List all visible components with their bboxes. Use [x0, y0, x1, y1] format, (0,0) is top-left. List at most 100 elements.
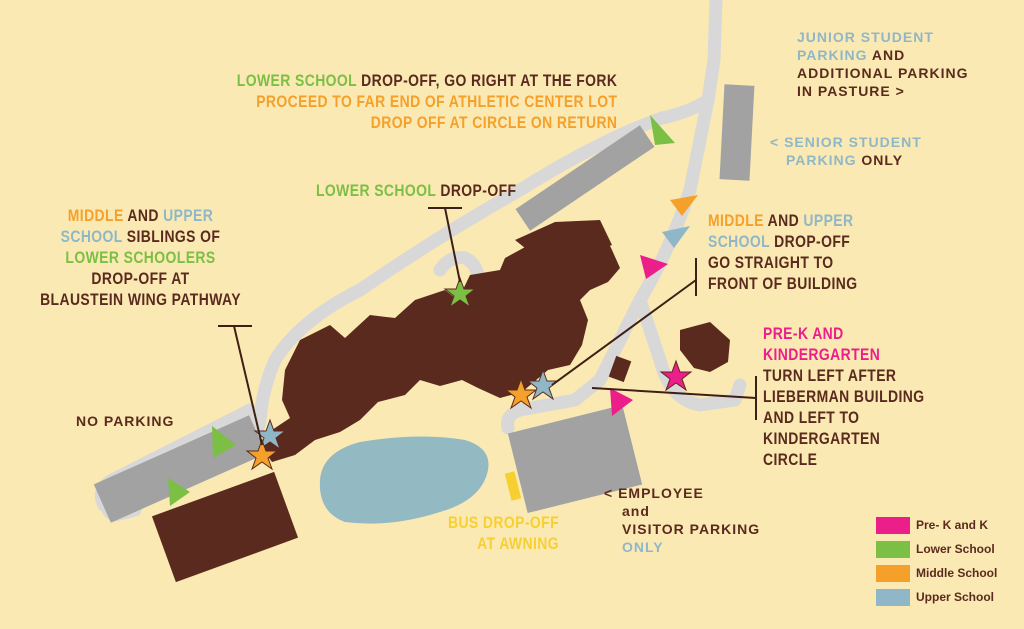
siblings-middle: MIDDLE — [67, 206, 124, 225]
senior-parking-lot — [719, 84, 755, 181]
siblings-l2: SCHOOL SIBLINGS OF — [38, 226, 243, 247]
siblings-label: MIDDLE AND UPPER SCHOOL SIBLINGS OF LOWE… — [38, 205, 243, 310]
lower-dropoff-b: DROP-OFF — [436, 181, 517, 200]
lower-arrow-left-2 — [168, 478, 190, 506]
siblings-l5: BLAUSTEIN WING PATHWAY — [40, 290, 241, 309]
prek-arrow-1 — [640, 255, 668, 279]
pond — [319, 436, 489, 524]
legend-swatch-lower — [876, 540, 910, 558]
siblings-l3: LOWER SCHOOLERS — [65, 248, 216, 267]
lieberman-building — [680, 322, 730, 372]
prek-label: PRE-K AND KINDERGARTEN TURN LEFT AFTER L… — [763, 323, 925, 470]
mu-and: AND — [763, 211, 804, 230]
legend-item-prek: Pre- K and K — [876, 513, 1016, 537]
employee-label: < EMPLOYEE and VISITOR PARKING ONLY — [604, 484, 760, 556]
employee-l1: < EMPLOYEE — [604, 485, 704, 501]
middle-upper-l4: FRONT OF BUILDING — [708, 274, 858, 293]
middle-upper-l1: MIDDLE AND UPPER — [708, 210, 857, 231]
top-route-line3: DROP OFF AT CIRCLE ON RETURN — [370, 113, 618, 132]
prek-l7: CIRCLE — [763, 450, 818, 469]
senior-parking-label: < SENIOR STUDENT PARKING ONLY — [770, 133, 922, 169]
prek-l1: PRE-K AND — [763, 324, 844, 343]
employee-l4: ONLY — [622, 539, 664, 555]
siblings-l4: DROP-OFF AT — [91, 269, 190, 288]
prek-l5: AND LEFT TO — [763, 408, 860, 427]
junior-l2: PARKING AND — [797, 46, 968, 64]
senior-l2: PARKING ONLY — [770, 151, 922, 169]
direction-arrows — [168, 115, 698, 506]
middle-upper-label: MIDDLE AND UPPER SCHOOL DROP-OFF GO STRA… — [708, 210, 857, 294]
upper-arrow-1 — [662, 226, 690, 248]
parking-lots — [93, 84, 755, 523]
senior-parking: PARKING — [786, 152, 857, 168]
siblings-school: SCHOOL — [60, 227, 123, 246]
siblings-l1: MIDDLE AND UPPER — [38, 205, 243, 226]
no-parking-label: NO PARKING — [76, 413, 175, 429]
bus-label: BUS DROP-OFF AT AWNING — [436, 512, 559, 554]
lower-dropoff-a: LOWER SCHOOL — [316, 181, 437, 200]
legend-swatch-middle — [876, 564, 910, 582]
legend-item-upper: Upper School — [876, 585, 1016, 609]
north-wing — [515, 220, 612, 260]
middle-star-center — [504, 377, 538, 410]
prek-star — [659, 359, 693, 392]
legend-label-upper: Upper School — [916, 590, 995, 604]
siblings-of: SIBLINGS OF — [122, 227, 221, 246]
senior-l1: < SENIOR STUDENT — [770, 134, 922, 150]
prek-l4: LIEBERMAN BUILDING — [763, 387, 925, 406]
mu-middle: MIDDLE — [708, 211, 764, 230]
lower-arrow-left-1 — [212, 426, 236, 458]
bus-awning — [504, 471, 522, 501]
legend-label-middle: Middle School — [916, 566, 998, 580]
prek-l6: KINDERGARTEN — [763, 429, 881, 448]
bus-l1: BUS DROP-OFF — [447, 513, 559, 532]
legend-item-lower: Lower School — [876, 537, 1016, 561]
legend: Pre- K and K Lower School Middle School … — [876, 513, 1016, 609]
lower-arrow-top — [650, 115, 675, 145]
upper-star-center — [526, 368, 560, 401]
top-route-line1: LOWER SCHOOL DROP-OFF, GO RIGHT AT THE F… — [232, 70, 617, 91]
employee-l3: VISITOR PARKING — [622, 521, 761, 537]
middle-star-left — [245, 438, 279, 471]
top-route-line2: PROCEED TO FAR END OF ATHLETIC CENTER LO… — [256, 92, 618, 111]
legend-item-middle: Middle School — [876, 561, 1016, 585]
small-building — [608, 355, 632, 383]
employee-parking-lot — [507, 404, 643, 514]
prek-arrow-2 — [610, 388, 633, 416]
south-west-building — [151, 471, 299, 583]
senior-only: ONLY — [856, 152, 904, 168]
athletic-parking-lot — [515, 125, 655, 231]
callout-middle-upper-stem — [551, 279, 697, 386]
mu-school: SCHOOL — [708, 232, 770, 251]
junior-and: AND — [867, 47, 906, 63]
junior-l3: ADDITIONAL PARKING — [797, 65, 969, 81]
main-building — [262, 225, 620, 462]
top-route-line1-rest: DROP-OFF, GO RIGHT AT THE FORK — [356, 71, 618, 90]
mu-dropoff: DROP-OFF — [769, 232, 851, 251]
junior-parking: PARKING — [797, 47, 868, 63]
middle-upper-l3: GO STRAIGHT TO — [708, 253, 834, 272]
junior-l1: JUNIOR STUDENT — [797, 29, 934, 45]
legend-swatch-prek — [876, 516, 910, 534]
middle-upper-l2: SCHOOL DROP-OFF — [708, 231, 857, 252]
siblings-upper: UPPER — [163, 206, 214, 225]
callout-lower-dropoff-stem — [444, 207, 461, 283]
callout-prek-stem — [591, 387, 757, 399]
employee-l2: and — [622, 503, 650, 519]
prek-l2: KINDERGARTEN — [763, 345, 881, 364]
top-route-lower: LOWER SCHOOL — [236, 71, 357, 90]
junior-l4: IN PASTURE > — [797, 83, 905, 99]
siblings-and: AND — [123, 206, 164, 225]
legend-label-prek: Pre- K and K — [916, 518, 989, 532]
lower-dropoff-label: LOWER SCHOOL DROP-OFF — [316, 180, 516, 201]
drop-off-stars — [245, 276, 693, 471]
lower-school-star — [443, 276, 477, 309]
bus-l2: AT AWNING — [477, 534, 559, 553]
kindergarten-road — [633, 293, 747, 412]
junior-parking-label: JUNIOR STUDENT PARKING AND ADDITIONAL PA… — [797, 28, 968, 100]
prek-l3: TURN LEFT AFTER — [763, 366, 897, 385]
legend-label-lower: Lower School — [916, 542, 995, 556]
middle-arrow-1 — [670, 195, 698, 216]
top-route-label: LOWER SCHOOL DROP-OFF, GO RIGHT AT THE F… — [232, 70, 617, 133]
